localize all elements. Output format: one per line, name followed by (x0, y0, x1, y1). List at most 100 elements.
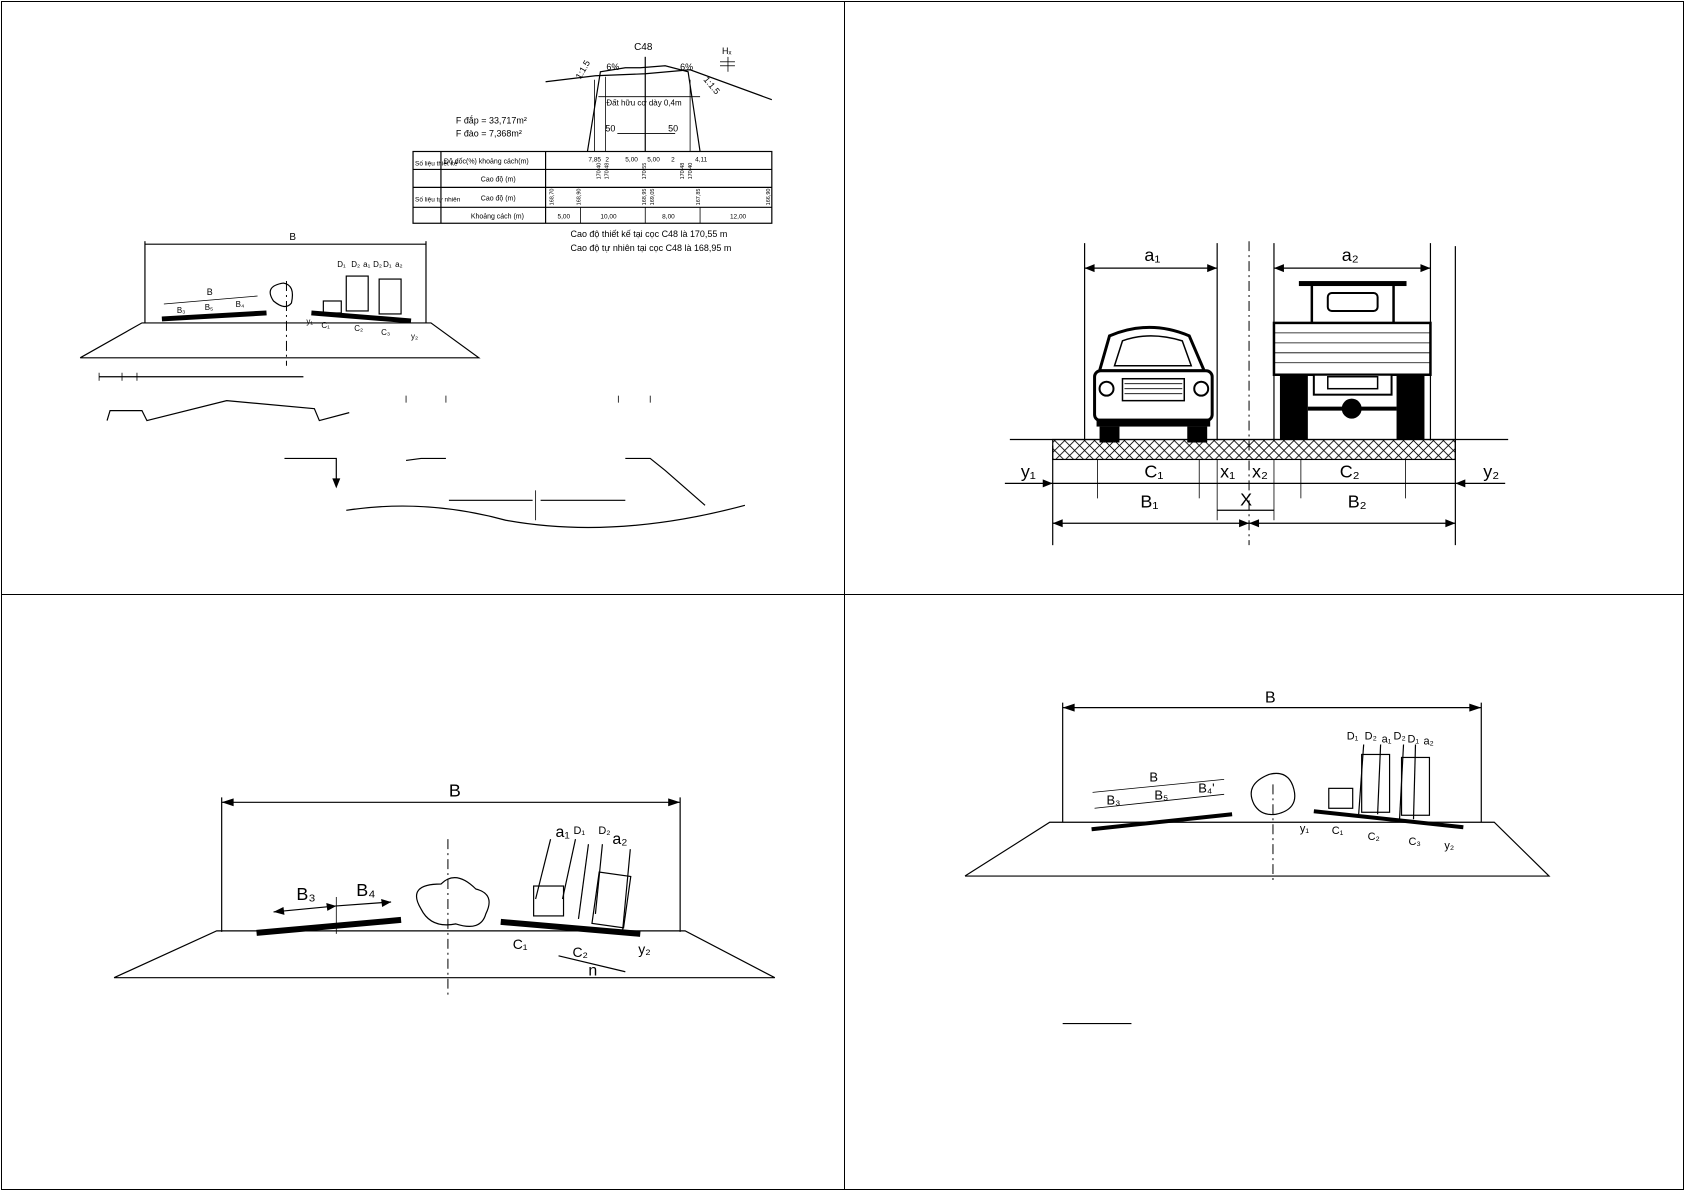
y1-label: y₁ (1021, 461, 1036, 481)
b2-label: B₂ (1348, 491, 1367, 511)
grade-value: 4,11 (695, 156, 708, 163)
mini-d2-label: D₂ (351, 260, 360, 269)
a1-label: a₁ (556, 824, 570, 841)
y1-label: y₁ (1300, 823, 1309, 835)
c1-label: C₁ (1332, 825, 1344, 837)
b4-label: B₄ (356, 880, 375, 900)
design-elev-value: 170,48 (604, 163, 610, 180)
natural-elev-value: 168,70 (550, 189, 556, 206)
mini-c2-label: C₂ (354, 324, 363, 333)
mini-b4-label: B₄ (236, 300, 245, 309)
a1-label: a₁ (1382, 734, 1392, 746)
b-inner-label: B (1149, 769, 1158, 784)
mini-a2-label: a₂ (395, 260, 403, 269)
slope-left-label: 1:1.5 (574, 58, 593, 80)
d2-label: D₂ (1365, 731, 1377, 743)
b5-label: B₅ (1154, 787, 1168, 802)
table-row-design-elev: Cao độ (m) (481, 176, 516, 183)
soil-note: Đất hữu cơ dày 0,4m (606, 99, 682, 108)
c3-label: C₃ (1409, 836, 1421, 848)
c1-label: C₁ (513, 936, 528, 952)
a2-label: a₂ (1342, 245, 1359, 265)
table-row-natural-elev: Cao độ (m) (481, 195, 516, 202)
design-cross-section: C48 1:1.5 6% 6% 1:1.5 Hₓ Đất hữu cơ dày … (456, 42, 773, 152)
faded-terrain-profile (346, 395, 746, 529)
natural-elev-note: Cao độ tự nhiên tại cọc C48 là 168,95 m (571, 243, 732, 253)
mini-b-inner-label: B (207, 287, 213, 297)
distance-value: 5,00 (558, 213, 571, 220)
grade-value: 7,85 (588, 156, 601, 163)
panel-road-section-large: B B₃ B₄ a₁ D₁ D₂ a₂ C₁ (1, 594, 845, 1190)
design-elev-value: 170,48 (680, 163, 686, 180)
b-label: B (449, 780, 461, 800)
d2-label: D₂ (598, 825, 610, 837)
grade-value: 2 (671, 156, 675, 163)
mini-road-cross-section: B B B₃ B₅ B₄ D₁ D₂ a₁ D₂ D₁ a₂ (79, 232, 481, 366)
truck-front-view (1272, 281, 1432, 440)
table-group-natural: Số liệu tự nhiên (415, 194, 461, 203)
grade-left-label: 6% (606, 62, 619, 72)
distance-value: 10,00 (600, 213, 617, 220)
b3-label: B₃ (296, 884, 315, 904)
d1b-label: D₁ (1408, 734, 1420, 746)
grade-value: 5,00 (625, 156, 638, 163)
d1-label: D₁ (1347, 731, 1359, 743)
width-left-label: 50 (605, 124, 615, 134)
cross-section-drawing: C48 1:1.5 6% 6% 1:1.5 Hₓ Đất hữu cơ dày … (79, 42, 773, 529)
mini-d1b-label: D₁ (383, 260, 392, 269)
natural-elev-value: 167,85 (696, 189, 702, 206)
mini-y1-label: y₁ (306, 317, 313, 326)
x-label: X (1240, 489, 1252, 509)
mini-d2b-label: D₂ (373, 260, 382, 269)
y2-label: y₂ (1483, 461, 1499, 481)
c2-label: C₂ (1340, 461, 1360, 481)
vehicle-lane-diagram: a₁ a₂ (1004, 241, 1509, 546)
mini-b-label: B (289, 232, 296, 243)
profile-data-table: Số liệu thiết kế Số liệu tự nhiên Độ dốc… (412, 150, 773, 224)
stake-label: C48 (634, 42, 653, 53)
mini-b3-label: B₃ (177, 306, 186, 315)
b1-label: B₁ (1140, 491, 1158, 511)
grade-right-label: 6% (680, 62, 693, 72)
x2-label: x₂ (1252, 461, 1268, 481)
natural-elev-value: 169,05 (650, 189, 656, 206)
c2-label: C₂ (572, 944, 587, 960)
a2-label: a₂ (1423, 735, 1433, 747)
c2-label: C₂ (1368, 831, 1380, 843)
mini-a1-label: a₁ (363, 260, 370, 269)
y2-label: y₂ (638, 941, 650, 957)
distance-value: 12,00 (730, 213, 747, 220)
a2-label: a₂ (612, 831, 627, 848)
natural-elev-value: 168,90 (576, 189, 582, 206)
design-elev-value: 170,40 (688, 163, 694, 180)
table-row-distance: Khoảng cách (m) (471, 213, 524, 220)
y2-label: y₂ (1444, 840, 1454, 852)
c1-label: C₁ (1144, 461, 1163, 481)
design-elev-value: 170,55 (642, 163, 648, 180)
b-label: B (1265, 690, 1276, 707)
table-group-design: Số liệu thiết kế (415, 158, 458, 167)
table-row-grade: Độ dốc(%) khoảng cách(m) (444, 156, 529, 165)
design-elev-note: Cao độ thiết kế tại cọc C48 là 170,55 m (571, 229, 728, 239)
multilane-section-diagram: B B B₃ B₅ B₄' D₁ D₂ a₁ D₂ D₁ a₂ (964, 690, 1551, 1025)
natural-elev-value: 166,90 (766, 189, 772, 206)
fragment-arrows-profile (98, 372, 350, 489)
panel-cross-section-table: C48 1:1.5 6% 6% 1:1.5 Hₓ Đất hữu cơ dày … (1, 1, 845, 595)
design-elev-value: 170,40 (596, 163, 602, 180)
natural-elev-value: 168,95 (642, 189, 648, 206)
grade-value: 5,00 (647, 156, 660, 163)
pavement-hatch (1052, 438, 1456, 461)
d1-label: D₁ (573, 825, 585, 837)
x1-label: x₁ (1220, 461, 1235, 481)
mini-b5-label: B₅ (205, 303, 214, 312)
mini-c3-label: C₃ (381, 328, 390, 337)
panel-road-section-multilane: B B B₃ B₅ B₄' D₁ D₂ a₁ D₂ D₁ a₂ (844, 594, 1684, 1190)
mini-d1-label: D₁ (337, 260, 346, 269)
area-fill-label: F đắp = 33,717m² (456, 116, 527, 126)
car-front-view (1093, 325, 1214, 443)
panel-two-vehicles: a₁ a₂ (844, 1, 1684, 595)
a1-label: a₁ (1144, 245, 1160, 265)
grade-value: 2 (605, 156, 609, 163)
distance-value: 8,00 (662, 213, 675, 220)
